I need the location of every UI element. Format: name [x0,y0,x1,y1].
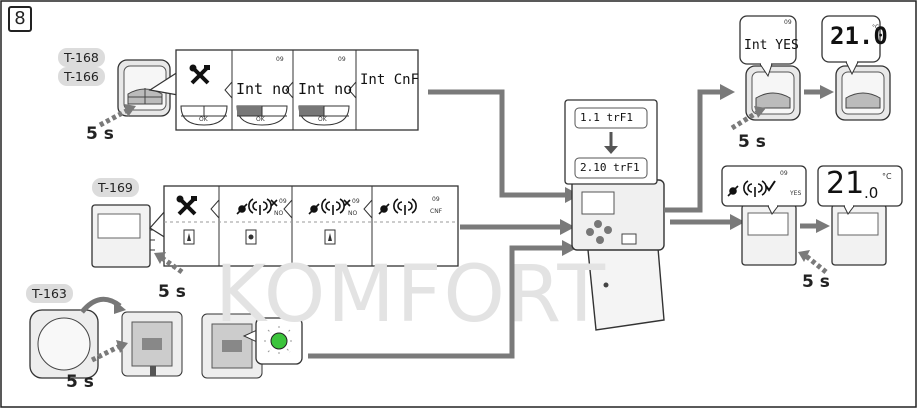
temperature-unit: °C [872,24,880,31]
antenna-icon [727,180,776,197]
bubble-text-int-yes: Int YES [744,38,799,53]
press-arrow [730,109,760,131]
icon-code: 09 [352,198,360,205]
controller-lcd-callout [564,99,658,185]
icon-code: 09 [279,198,287,205]
press-time-label: 5 s [66,372,94,392]
thermostat-result-bottom-2 [831,204,887,266]
tools-icon [176,195,197,216]
temperature-decimal: .0 [864,184,879,202]
press-time-label: 5 s [738,132,766,152]
press-time-label: 5 s [86,124,114,144]
backplate-led [201,313,263,379]
status-bubble-temperature [821,15,881,76]
icon-code: 09 [432,196,440,203]
cnf-label: CNF [430,208,443,215]
no-label: NO [348,210,358,217]
lcd-text-int-no: Int no [298,80,353,98]
connector-result-top [664,89,720,213]
press-arrow [98,107,130,128]
watermark: KOMFORT [215,250,608,340]
thermostat-t168 [117,59,171,117]
step-number: 8 [8,6,32,32]
bubble-temperature: 21.0 [830,22,888,50]
icon-code: 09 [784,19,792,26]
lcd-icon-code: 09 [338,56,346,63]
row2-screen-panel [163,185,459,267]
antenna-icon [308,198,351,215]
green-led-icon [270,332,288,350]
temperature-main: 21 [826,166,865,201]
press-arrow [90,343,122,363]
led-glow-rays [264,326,294,356]
model-label-t163: T-163 [26,284,73,303]
controller-lcd-top: 1.1 trF1 [580,111,633,124]
thermostat-result-top-2 [835,65,891,121]
controller-lcd-bottom: 2.10 trF1 [580,161,640,174]
model-label-t169: T-169 [92,178,139,197]
connector-row1 [428,89,565,198]
ok-label: OK [318,116,327,123]
antenna-icon [378,198,417,215]
temperature-unit: °C [882,172,892,181]
yes-label: YES [790,190,802,197]
thermostat-t163 [29,309,99,379]
controller-unit [571,175,665,331]
press-time-label: 5 s [158,282,186,302]
status-bubble-int-yes [739,15,797,78]
ok-label: OK [199,116,208,123]
press-arrow [804,254,828,274]
buttons-icon [180,105,350,126]
ok-label: OK [256,116,265,123]
model-label-t166: T-166 [58,67,105,86]
thermostat-t169 [91,204,155,268]
lcd-text-int-no: Int no [236,80,291,98]
icon-code: 09 [780,170,788,177]
no-label: NO [274,210,284,217]
antenna-icon [236,198,278,215]
lcd-text-int-cnf: Int CnF [360,72,420,88]
backplate-open [121,311,183,377]
row1-screen-panel [175,49,419,131]
thermostat-result-bottom-1 [741,204,797,266]
model-label-t168: T-168 [58,48,105,67]
lcd-icon-code: 09 [276,56,284,63]
connector-row3 [308,245,562,359]
press-time-label: 5 s [802,272,830,292]
status-bubble-wireless-yes [721,165,807,215]
status-bubble-temperature-bottom [817,165,903,215]
tools-icon [189,64,210,85]
thermostat-result-top-1 [745,65,801,121]
